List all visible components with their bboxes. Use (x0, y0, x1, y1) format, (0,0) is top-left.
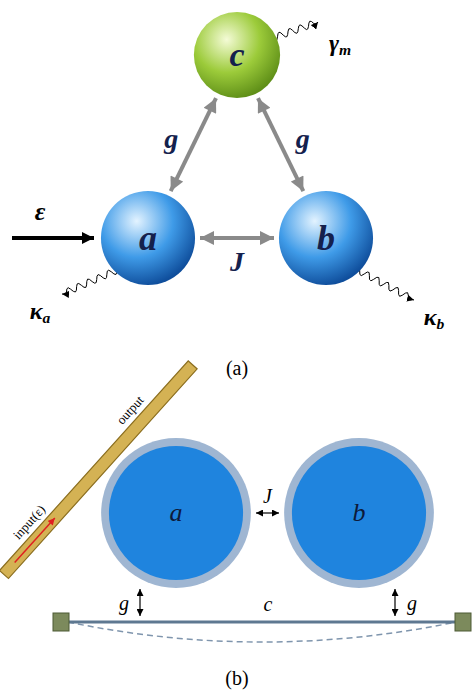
figure-label: g (407, 593, 417, 613)
ring-resonator: a (98, 435, 254, 591)
drive-arrow (12, 236, 94, 240)
figure-label: κa (30, 299, 51, 325)
node-label: a (170, 498, 183, 528)
mode-sphere: b (278, 190, 374, 286)
figure-label: c (264, 594, 273, 614)
figure-label: (a) (226, 358, 248, 378)
node-label: b (317, 217, 335, 259)
figure-label: g (119, 593, 129, 613)
figure-label: (b) (225, 668, 248, 688)
coupling-arrow (139, 589, 140, 616)
decay-waves (62, 21, 414, 300)
ring-resonator: b (281, 435, 437, 591)
node-label: b (353, 498, 366, 528)
mode-sphere: c (193, 11, 281, 99)
beam-deflection (68, 622, 456, 642)
node-label: c (229, 36, 244, 74)
edge-label: g (164, 125, 178, 153)
coupling-arrow (394, 589, 395, 616)
node-label: a (139, 217, 157, 259)
edge-label: J (263, 486, 272, 506)
beam (68, 621, 456, 624)
coupling-connector (200, 236, 274, 240)
figure-label: ε (35, 199, 46, 225)
figure-label: γm (329, 31, 351, 57)
figure-label: κb (424, 305, 445, 331)
mode-sphere: a (100, 190, 196, 286)
edge-label: J (230, 248, 244, 276)
anchor (53, 613, 69, 631)
coupling-connector (256, 512, 279, 513)
anchor (455, 613, 471, 631)
edge-label: g (296, 125, 310, 153)
